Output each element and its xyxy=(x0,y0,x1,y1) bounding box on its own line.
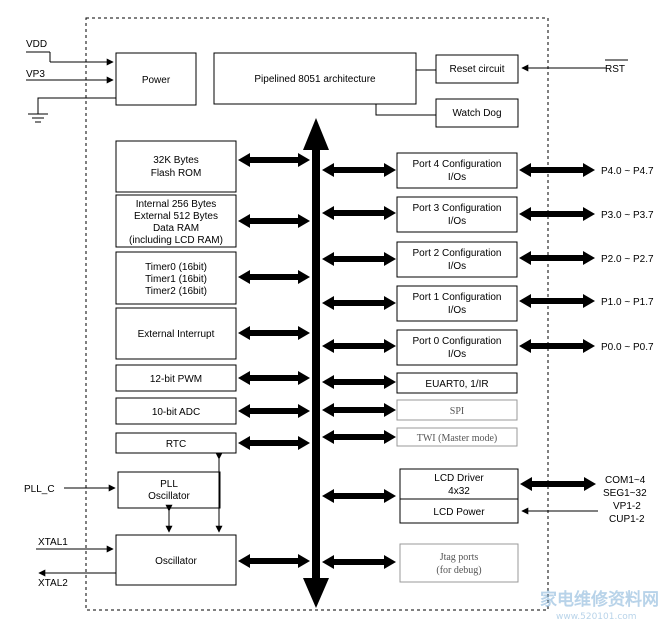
port4-block: Port 4 Configuration I/Os xyxy=(396,152,518,189)
cup12-label: CUP1-2 xyxy=(609,514,645,525)
cpu-block: Pipelined 8051 architecture xyxy=(213,52,417,105)
central-bus xyxy=(303,118,329,608)
svg-text:External Interrupt: External Interrupt xyxy=(138,329,215,340)
p0-label: P0.0 ~ P0.7 xyxy=(601,342,654,353)
oscillator-block: Oscillator xyxy=(115,534,237,586)
timers-block: Timer0 (16bit) Timer1 (16bit) Timer2 (16… xyxy=(115,251,237,305)
right-bus-arrows xyxy=(322,163,396,569)
svg-text:LCD Driver: LCD Driver xyxy=(434,473,484,484)
ground-icon xyxy=(28,113,48,123)
pwm-block: 12-bit PWM xyxy=(115,364,237,392)
com-label: COM1~4 xyxy=(605,475,646,486)
svg-text:I/Os: I/Os xyxy=(448,172,466,183)
adc-block: 10-bit ADC xyxy=(115,397,237,425)
watchdog-block: Watch Dog xyxy=(435,98,519,128)
p1-label: P1.0 ~ P1.7 xyxy=(601,297,654,308)
twi-block: TWI (Master mode) xyxy=(396,427,518,447)
svg-text:SPI: SPI xyxy=(450,406,464,417)
cpu-label: Pipelined 8051 architecture xyxy=(254,74,376,85)
pll-block: PLL Oscillator xyxy=(117,471,221,509)
ground-line xyxy=(37,97,116,114)
svg-text:LCD Power: LCD Power xyxy=(433,507,485,518)
watermark-logo: 家电维修资料网 www.520101.com xyxy=(540,589,659,622)
port2-block: Port 2 Configuration I/Os xyxy=(396,241,518,278)
svg-text:10-bit ADC: 10-bit ADC xyxy=(152,407,200,418)
svg-text:(for debug): (for debug) xyxy=(436,565,481,576)
vp12-label: VP1-2 xyxy=(613,501,641,512)
chip-boundary xyxy=(85,17,549,611)
svg-text:Timer1 (16bit): Timer1 (16bit) xyxy=(145,274,207,285)
svg-text:www.520101.com: www.520101.com xyxy=(556,612,637,622)
pll-c-label: PLL_C xyxy=(24,484,55,495)
svg-text:(including LCD RAM): (including LCD RAM) xyxy=(129,235,223,246)
xtal1-label: XTAL1 xyxy=(38,537,68,548)
svg-text:Jtag ports: Jtag ports xyxy=(440,552,479,563)
xtal2-label: XTAL2 xyxy=(38,578,68,589)
power-block: Power xyxy=(115,52,197,106)
svg-text:Port 4 Configuration: Port 4 Configuration xyxy=(413,159,502,170)
jtag-block: Jtag ports (for debug) xyxy=(399,543,519,583)
port3-block: Port 3 Configuration I/Os xyxy=(396,196,518,233)
svg-text:12-bit PWM: 12-bit PWM xyxy=(150,374,202,385)
svg-text:PLL: PLL xyxy=(160,479,178,490)
svg-text:Port 2 Configuration: Port 2 Configuration xyxy=(413,248,502,259)
rst-label: RST xyxy=(605,64,625,75)
seg-label: SEG1~32 xyxy=(603,488,647,499)
svg-text:Flash ROM: Flash ROM xyxy=(151,168,202,179)
euart-block: EUART0, 1/IR xyxy=(396,372,518,394)
port0-block: Port 0 Configuration I/Os xyxy=(396,329,518,366)
reset-block: Reset circuit xyxy=(435,54,519,84)
ram-block: Internal 256 Bytes External 512 Bytes Da… xyxy=(115,194,237,248)
svg-text:I/Os: I/Os xyxy=(448,216,466,227)
external-interrupt-block: External Interrupt xyxy=(115,307,237,360)
watchdog-label: Watch Dog xyxy=(452,108,501,119)
svg-text:家电维修资料网: 家电维修资料网 xyxy=(540,589,659,610)
svg-text:Timer2 (16bit): Timer2 (16bit) xyxy=(145,286,207,297)
svg-text:RTC: RTC xyxy=(166,439,186,450)
svg-text:External 512 Bytes: External 512 Bytes xyxy=(134,211,218,222)
p4-label: P4.0 ~ P4.7 xyxy=(601,166,654,177)
vp3-label: VP3 xyxy=(26,69,45,80)
reset-label: Reset circuit xyxy=(449,64,504,75)
power-label: Power xyxy=(142,75,171,86)
p3-label: P3.0 ~ P3.7 xyxy=(601,210,654,221)
p2-label: P2.0 ~ P2.7 xyxy=(601,254,654,265)
svg-text:Oscillator: Oscillator xyxy=(155,556,197,567)
port-external-arrows xyxy=(519,163,596,491)
rtc-block: RTC xyxy=(115,432,237,454)
svg-text:4x32: 4x32 xyxy=(448,486,470,497)
svg-text:I/Os: I/Os xyxy=(448,261,466,272)
spi-block: SPI xyxy=(396,399,518,421)
svg-text:Timer0 (16bit): Timer0 (16bit) xyxy=(145,262,207,273)
left-bus-arrows xyxy=(238,153,310,568)
svg-text:Data RAM: Data RAM xyxy=(153,223,199,234)
svg-text:Port 0 Configuration: Port 0 Configuration xyxy=(413,336,502,347)
svg-text:I/Os: I/Os xyxy=(448,349,466,360)
svg-text:Port 1 Configuration: Port 1 Configuration xyxy=(413,292,502,303)
port1-block: Port 1 Configuration I/Os xyxy=(396,285,518,322)
lcd-driver-block: LCD Driver 4x32 xyxy=(399,468,519,500)
flash-block: 32K Bytes Flash ROM xyxy=(115,140,237,193)
svg-text:I/Os: I/Os xyxy=(448,305,466,316)
vdd-label: VDD xyxy=(26,39,47,50)
svg-text:TWI (Master mode): TWI (Master mode) xyxy=(417,433,498,444)
svg-text:Oscillator: Oscillator xyxy=(148,491,190,502)
svg-text:Port 3 Configuration: Port 3 Configuration xyxy=(413,203,502,214)
svg-text:32K Bytes: 32K Bytes xyxy=(153,155,199,166)
svg-text:Internal 256 Bytes: Internal 256 Bytes xyxy=(136,199,217,210)
lcd-power-block: LCD Power xyxy=(399,498,519,524)
svg-text:EUART0, 1/IR: EUART0, 1/IR xyxy=(425,379,488,390)
